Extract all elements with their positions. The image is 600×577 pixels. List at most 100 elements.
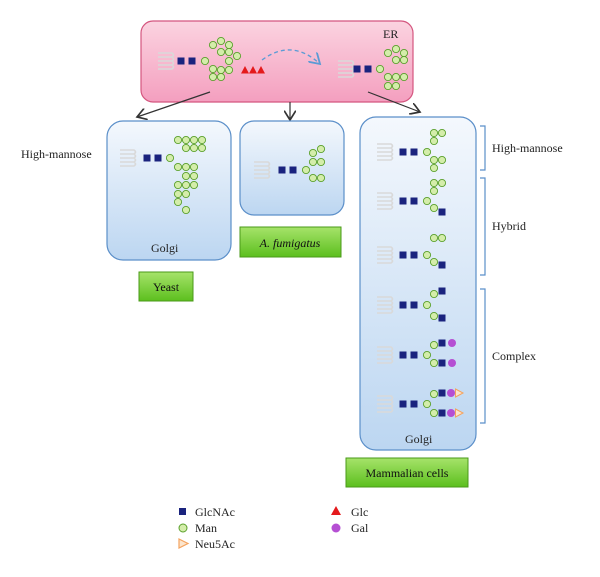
man-residue — [429, 128, 439, 138]
glcnac-residue — [278, 166, 286, 174]
man-residue — [216, 72, 226, 82]
man-residue — [224, 56, 234, 66]
protein-chain — [158, 52, 175, 70]
protein-chain — [377, 246, 394, 264]
man-residue — [375, 64, 385, 74]
complex-label: Complex — [492, 349, 536, 363]
mammal-glycans — [377, 128, 465, 418]
man-residue — [391, 72, 401, 82]
man-residue — [189, 135, 199, 145]
man-residue — [429, 203, 439, 213]
man-residue — [173, 180, 183, 190]
yeast-golgi — [106, 120, 232, 261]
protein-chain — [377, 395, 394, 413]
man-residue — [437, 178, 447, 188]
glcnac-residue — [289, 166, 297, 174]
man-residue — [208, 72, 218, 82]
gal-residue — [448, 339, 456, 347]
man-residue — [181, 205, 191, 215]
man-residue — [189, 180, 199, 190]
man-residue — [301, 165, 311, 175]
glcnac-legend-icon — [179, 508, 186, 515]
man-residue — [383, 81, 393, 91]
glcnac-residue — [364, 65, 372, 73]
man-residue — [437, 155, 447, 165]
glcnac-residue — [399, 301, 407, 309]
glcnac-residue — [410, 148, 418, 156]
arrow-to-yeast — [137, 91, 211, 117]
man-residue — [224, 40, 234, 50]
mammal-label-box — [345, 457, 469, 488]
man-residue — [316, 173, 326, 183]
glcnac-residue — [399, 400, 407, 408]
glcnac-residue — [438, 208, 446, 216]
protein-chain — [377, 346, 394, 364]
man-residue — [208, 64, 218, 74]
yeast-label: Yeast — [153, 280, 180, 294]
man-residue — [429, 163, 439, 173]
man-residue — [437, 128, 447, 138]
man-residue — [189, 162, 199, 172]
man-residue — [422, 196, 432, 206]
man-residue — [165, 153, 175, 163]
man-residue — [422, 300, 432, 310]
man-residue — [216, 65, 226, 75]
mammal-golgi-label: Golgi — [405, 432, 433, 446]
high-mannose-label-right: High-mannose — [492, 141, 563, 155]
protein-chain — [377, 296, 394, 314]
man-residue — [173, 189, 183, 199]
glcnac-residue — [399, 197, 407, 205]
man-residue — [429, 233, 439, 243]
man-residue — [429, 408, 439, 418]
man-residue — [429, 311, 439, 321]
man-legend-icon — [178, 523, 188, 533]
protein-chain — [338, 60, 355, 78]
mammal-label: Mammalian cells — [366, 466, 449, 480]
yeast-golgi-label: Golgi — [151, 241, 179, 255]
glcnac-residue — [410, 351, 418, 359]
legend-gal: Gal — [351, 521, 369, 535]
man-residue — [429, 136, 439, 146]
man-residue — [429, 289, 439, 299]
man-residue — [189, 171, 199, 181]
glcnac-residue — [143, 154, 151, 162]
protein-chain — [377, 143, 394, 161]
man-residue — [422, 399, 432, 409]
glcnac-residue — [438, 359, 446, 367]
man-residue — [173, 162, 183, 172]
man-residue — [316, 144, 326, 154]
glcnac-residue — [353, 65, 361, 73]
glc-residue — [249, 66, 257, 74]
glc-residue — [257, 66, 265, 74]
fumigatus-label: A. fumigatus — [259, 236, 321, 250]
man-residue — [399, 72, 409, 82]
man-residue — [391, 44, 401, 54]
glcnac-residue — [177, 57, 185, 65]
man-residue — [429, 178, 439, 188]
fumigatus-label-box — [239, 226, 342, 258]
protein-chain — [254, 161, 271, 179]
gal-residue — [447, 389, 455, 397]
er-compartment — [140, 20, 414, 103]
man-residue — [391, 55, 401, 65]
yeast-label-box — [138, 271, 194, 302]
man-residue — [429, 358, 439, 368]
man-residue — [232, 51, 242, 61]
er-glycan-precursor — [158, 36, 265, 82]
man-residue — [437, 233, 447, 243]
glcnac-residue — [188, 57, 196, 65]
er-glycan-processed — [338, 44, 409, 91]
man-residue — [181, 143, 191, 153]
glcnac-residue — [399, 251, 407, 259]
er-label: ER — [383, 27, 398, 41]
glcnac-residue — [399, 351, 407, 359]
man-residue — [308, 157, 318, 167]
man-residue — [181, 171, 191, 181]
man-residue — [383, 48, 393, 58]
hybrid-label: Hybrid — [492, 219, 526, 233]
glcnac-residue — [438, 287, 446, 295]
bracket-complex — [480, 288, 486, 424]
man-residue — [316, 157, 326, 167]
